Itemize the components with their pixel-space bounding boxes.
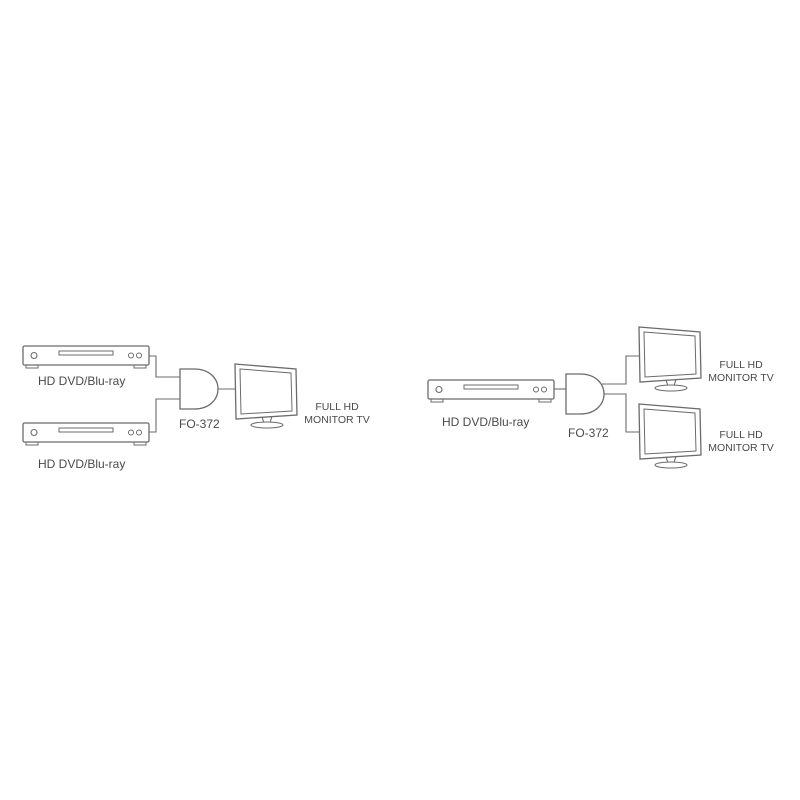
right-top-monitor-label-line2: MONITOR TV [708, 372, 774, 384]
left-top-player-device [22, 345, 150, 369]
right-switch-device [565, 373, 605, 415]
left-bottom-source-label: HD DVD/Blu-ray [38, 457, 126, 471]
right-switch-label: FO-372 [568, 426, 609, 440]
left-monitor-label-line2: MONITOR TV [304, 414, 370, 426]
left-top-source-label: HD DVD/Blu-ray [38, 374, 126, 388]
right-bottom-monitor-label-line1: FULL HD [719, 429, 763, 441]
right-bottom-monitor-label-line2: MONITOR TV [708, 442, 774, 454]
right-bottom-monitor-device [638, 403, 702, 469]
right-connection-lines [554, 355, 639, 433]
left-bottom-player-device [22, 422, 150, 446]
right-player-device [427, 379, 555, 403]
right-top-monitor-device [638, 326, 702, 392]
left-monitor-label: FULL HD MONITOR TV [300, 401, 374, 427]
left-switch-device [179, 368, 219, 410]
left-monitor-label-line1: FULL HD [315, 401, 359, 413]
right-bottom-monitor-label: FULL HD MONITOR TV [703, 429, 779, 455]
left-connection-lines [149, 355, 235, 433]
right-top-monitor-label: FULL HD MONITOR TV [703, 359, 779, 385]
right-top-monitor-label-line1: FULL HD [719, 359, 763, 371]
right-source-label: HD DVD/Blu-ray [442, 415, 530, 429]
left-monitor-device [234, 363, 298, 429]
left-switch-label: FO-372 [179, 417, 220, 431]
